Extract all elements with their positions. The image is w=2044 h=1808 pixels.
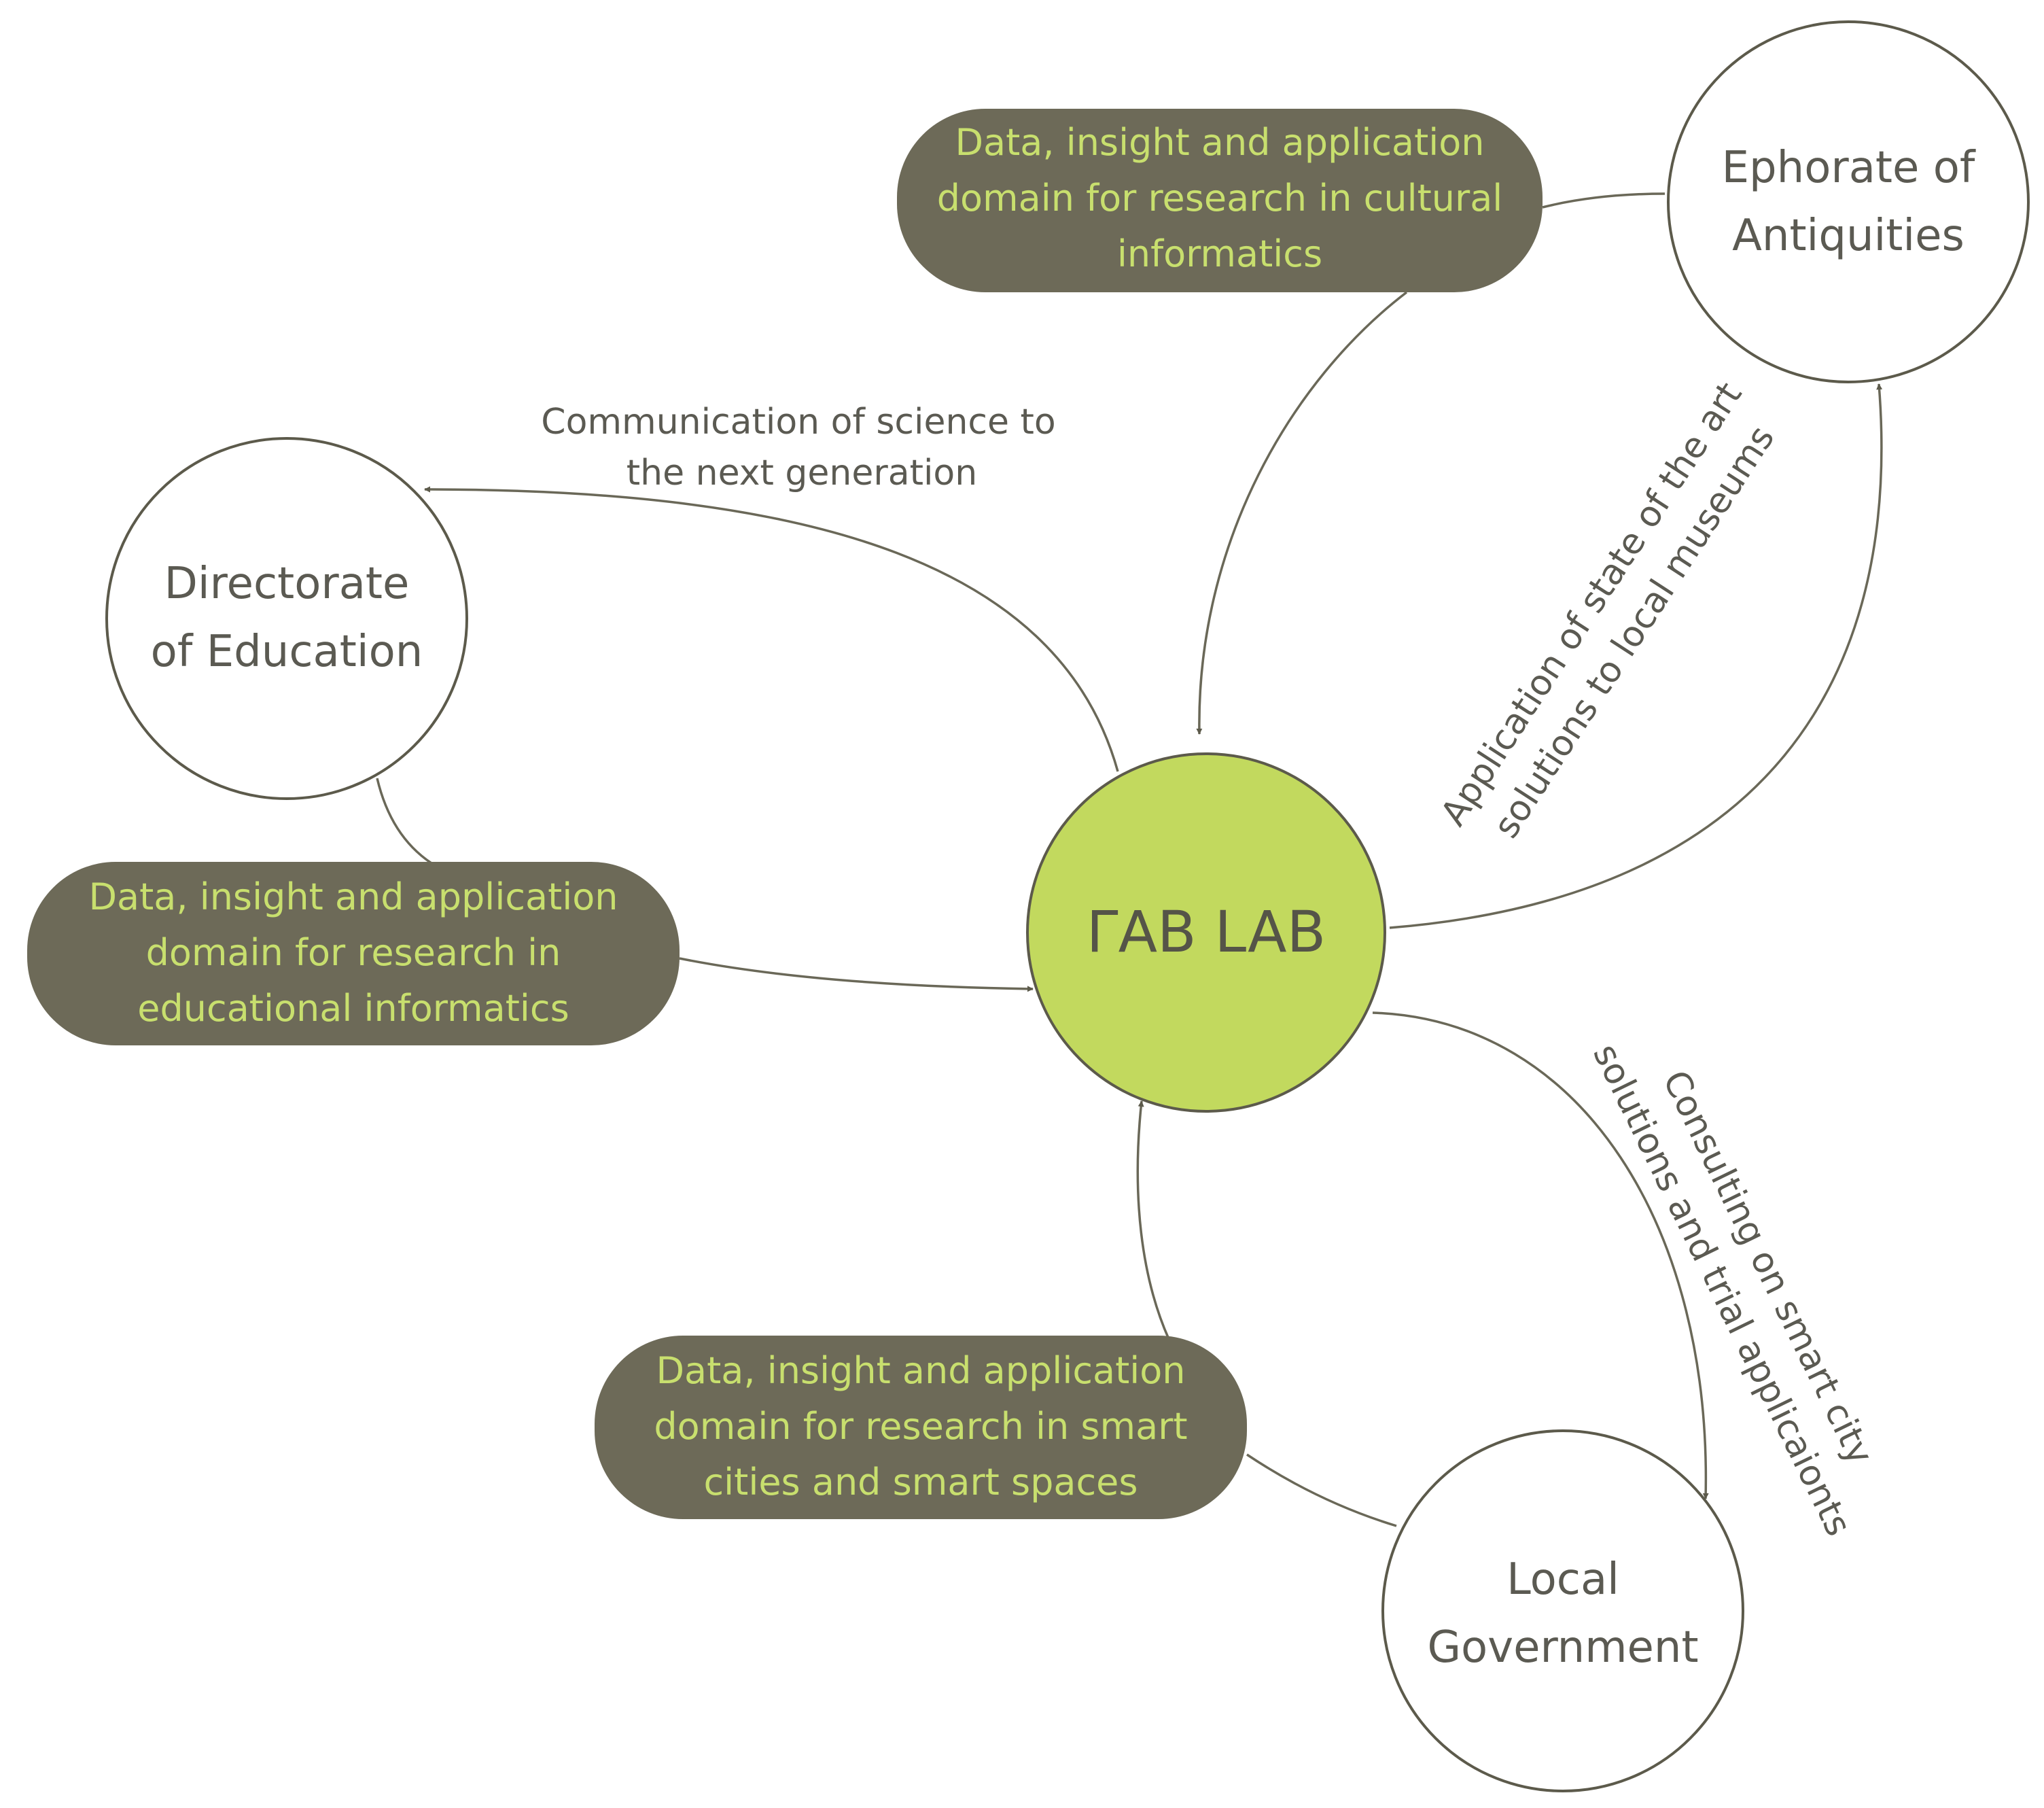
connector-local-gov-to-smart-box (1246, 1453, 1397, 1527)
educational-box-line-3: educational informatics (137, 987, 569, 1030)
communication-edge-label: Communication of science to the next gen… (541, 402, 1055, 493)
ephorate-node: Ephorate of Antiquities (1667, 20, 2030, 383)
communication-label-line-2: the next generation (627, 453, 977, 493)
ephorate-label-line-1: Ephorate of (1722, 143, 1976, 193)
directorate-node: Directorate of Education (105, 437, 468, 800)
fab-lab-hub: ΓAB LAB (1026, 752, 1386, 1113)
arrow-educational-box-to-fablab (679, 957, 1034, 992)
museums-label-line-1: Application of state of the art (1433, 375, 1750, 833)
connectors (376, 192, 1883, 1527)
directorate-label-line-1: Directorate (164, 559, 410, 609)
directorate-label-line-2: of Education (151, 627, 423, 677)
cultural-box-line-3: informatics (1117, 232, 1322, 275)
arrow-fablab-to-local-gov (1372, 1011, 1709, 1499)
local-gov-label-line-1: Local (1506, 1554, 1619, 1605)
communication-label-line-1: Communication of science to (541, 402, 1055, 442)
local-government-node: Local Government (1381, 1429, 1744, 1792)
educational-informatics-box: Data, insight and application domain for… (27, 862, 680, 1045)
cultural-box-line-2: domain for research in cultural (937, 177, 1503, 220)
museums-label-line-2: solutions to local museums (1486, 419, 1783, 846)
educational-box-line-2: domain for research in (146, 931, 561, 974)
cultural-informatics-box: Data, insight and application domain for… (897, 109, 1543, 292)
smart-box-line-3: cities and smart spaces (703, 1461, 1138, 1503)
fab-lab-label: ΓAB LAB (1087, 899, 1326, 965)
educational-box-line-1: Data, insight and application (88, 875, 618, 918)
smart-box-line-2: domain for research in smart (654, 1405, 1187, 1448)
arrow-cultural-box-to-fablab (1196, 291, 1408, 735)
connector-cultural-box-to-ephorate (1542, 192, 1666, 209)
connector-directorate-to-educational-box (376, 778, 432, 865)
arrow-fablab-to-ephorate (1389, 383, 1883, 929)
arrow-fablab-to-directorate (424, 486, 1119, 772)
ephorate-label-line-2: Antiquities (1732, 211, 1964, 261)
arrow-smart-box-to-fablab (1136, 1100, 1170, 1340)
local-gov-label-line-2: Government (1427, 1622, 1698, 1673)
smart-cities-box: Data, insight and application domain for… (595, 1336, 1247, 1519)
museums-edge-label: Application of state of the art solution… (1433, 375, 1783, 846)
cultural-box-line-1: Data, insight and application (955, 121, 1484, 164)
smart-box-line-1: Data, insight and application (656, 1349, 1185, 1392)
